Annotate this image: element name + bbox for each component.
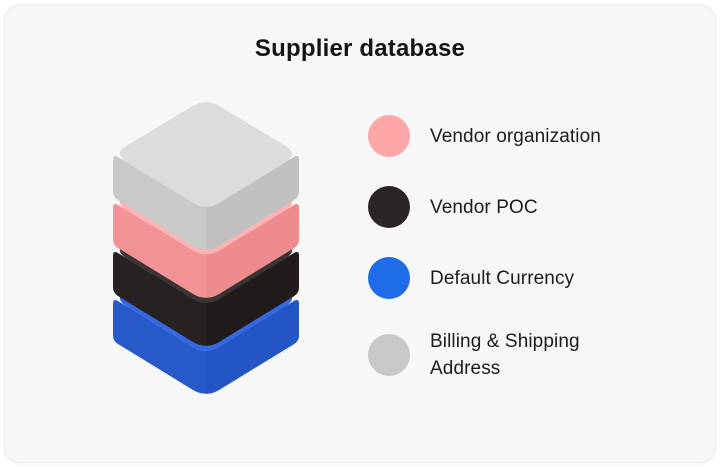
- page-title: Supplier database: [254, 35, 466, 62]
- legend-label: Billing & Shipping Address: [430, 331, 580, 379]
- legend-label: Vendor POC: [430, 196, 538, 218]
- legend-swatch-circle: [368, 334, 410, 376]
- legend-item: Vendor POC: [368, 186, 635, 228]
- database-stack-illustration: [113, 102, 299, 394]
- legend-label: Default Currency: [430, 267, 575, 289]
- legend-swatch-circle: [368, 186, 410, 228]
- legend-item: Default Currency: [368, 257, 635, 299]
- legend-label: Vendor organization: [430, 125, 601, 147]
- billing-shipping-address-layer-top-face: [119, 102, 293, 207]
- billing-shipping-address-layer: [113, 102, 299, 250]
- legend-item: Billing & Shipping Address: [368, 328, 635, 382]
- legend-swatch-circle: [368, 115, 410, 157]
- legend-swatch-circle: [368, 257, 410, 299]
- legend-item: Vendor organization: [368, 115, 635, 157]
